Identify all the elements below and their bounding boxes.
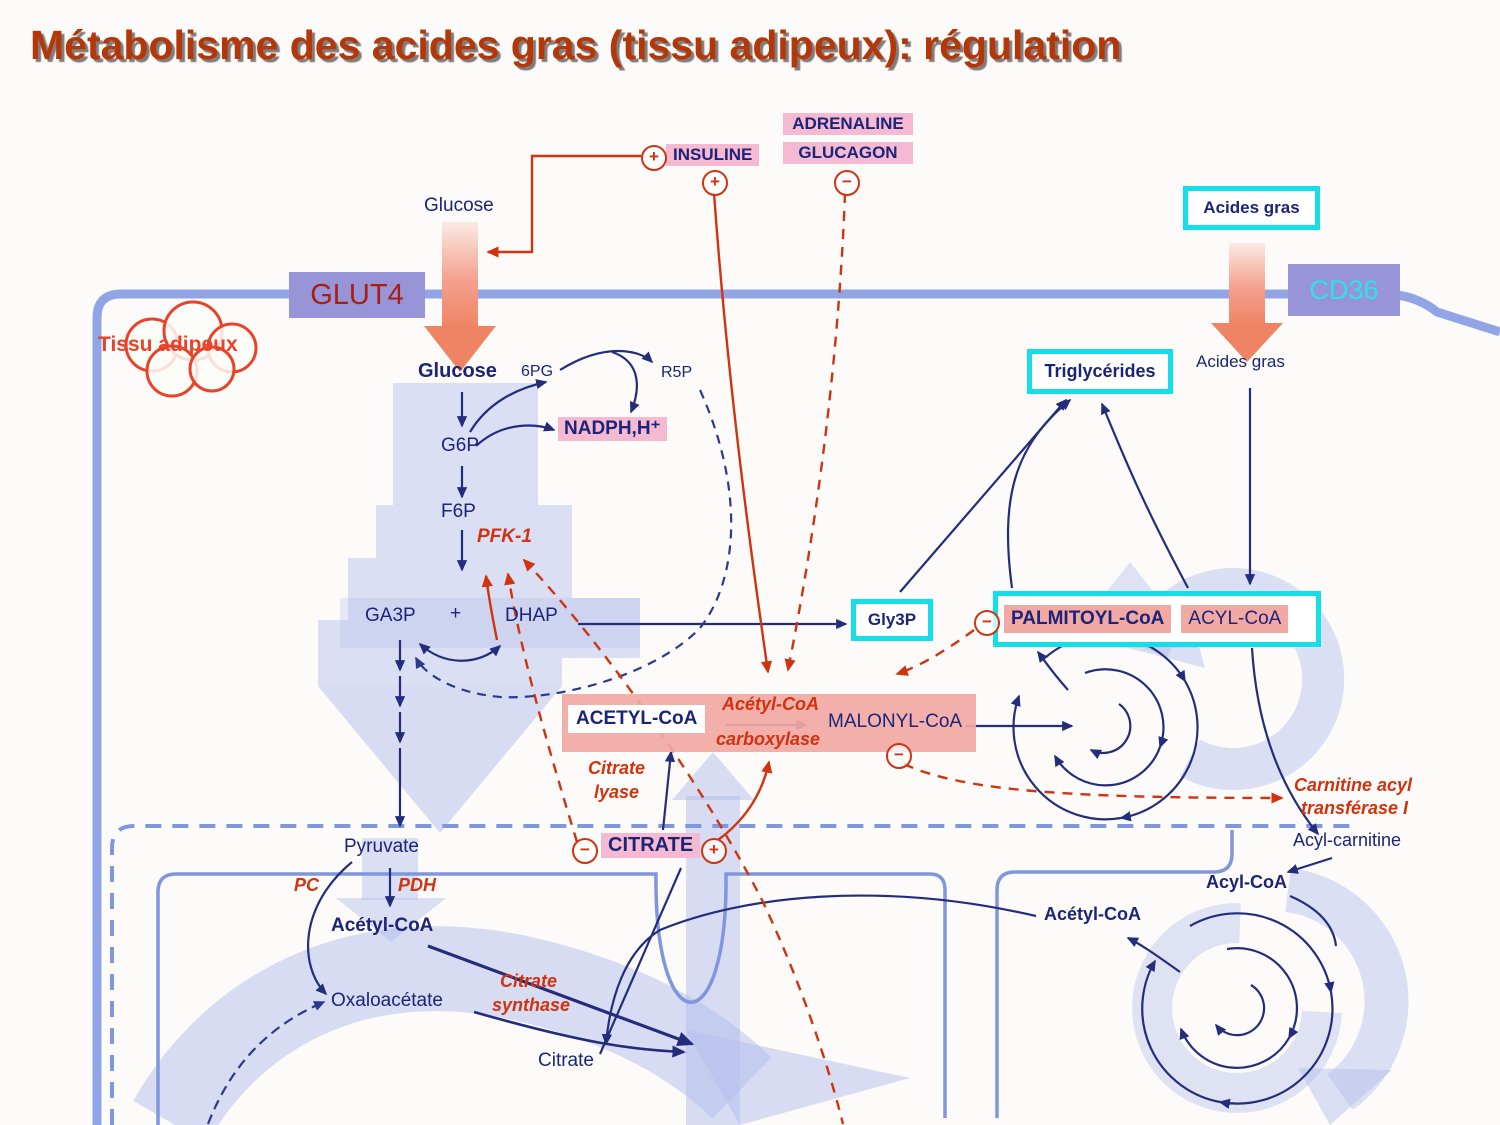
- glucagon-label: GLUCAGON: [783, 142, 913, 164]
- plus-sign-citrate: +: [701, 838, 727, 864]
- oxaloacetate-to-citrate-arrow: [473, 1010, 686, 1058]
- cd36-label: CD36: [1309, 274, 1379, 305]
- insuline-label: INSULINE: [666, 144, 760, 166]
- minus-sign-glucagon-below: −: [834, 170, 860, 196]
- citrate-lyase-line2: lyase: [594, 782, 640, 802]
- citrate-mito-label: Citrate: [538, 1050, 594, 1071]
- acyl-products-box: PALMITOYL-CoA ACYL-CoA: [993, 591, 1321, 647]
- adrenaline-label: ADRENALINE: [783, 113, 913, 135]
- plus-sign-insuline-below: +: [702, 170, 728, 196]
- acides-gras-extracellular-box: Acides gras: [1183, 186, 1320, 230]
- r5p-recycle-dashed: [415, 389, 733, 699]
- cell-membrane: [92, 289, 1500, 1125]
- glut4-label: GLUT4: [310, 278, 404, 311]
- tca-flow-arrow: [133, 926, 772, 1125]
- 6pg-to-r5p-arrow: [559, 350, 654, 371]
- g6p-to-nadph-arrow: [475, 421, 556, 447]
- acc-enzyme-line1: Acétyl-CoA: [722, 694, 820, 714]
- gly3p-box: Gly3P: [851, 599, 933, 641]
- mitochondrial-membranes: [110, 824, 1355, 1125]
- plus-sign-insuline-left: +: [641, 145, 667, 171]
- pc-enzyme-label: PC: [294, 875, 320, 895]
- cd36-transporter: CD36: [1288, 264, 1400, 316]
- acetyl-coa-cytosol-label: ACETYL-CoA: [568, 705, 706, 733]
- acyl-carnitine-label: Acyl-carnitine: [1293, 830, 1402, 850]
- gly3p-label: Gly3P: [867, 610, 917, 629]
- glucose-extracellular-label: Glucose: [424, 195, 494, 216]
- acc-enzyme-line2: carboxylase: [716, 729, 821, 749]
- mito-outer-membrane: [110, 824, 1355, 1125]
- citrate-activates-acc-arrow: [717, 760, 773, 841]
- glucose-entry-arrow: [442, 222, 478, 328]
- minus-sign-citrate: −: [572, 838, 598, 864]
- palmitoyl-coa-label: PALMITOYL-CoA: [1004, 605, 1172, 633]
- dashed-blue-arrows: [206, 389, 733, 1125]
- pc-arrow: [307, 861, 353, 996]
- plus-join-label: +: [450, 603, 462, 624]
- f6p-label: F6P: [441, 501, 476, 522]
- metabolic-arrows: [307, 350, 1338, 1109]
- pfk1-activation-arrow: [481, 574, 499, 641]
- triglycerides-label: Triglycérides: [1044, 361, 1156, 381]
- acetyl-coa-betaox-label: Acétyl-CoA: [1044, 904, 1142, 924]
- minus-sign-palmitoyl: −: [974, 610, 1000, 636]
- ga3p-label: GA3P: [365, 605, 416, 626]
- acides-gras-extracellular-label: Acides gras: [1203, 198, 1300, 217]
- pfk1-enzyme-label: PFK-1: [477, 526, 532, 547]
- insulin-to-glut4-arrow: [486, 154, 641, 258]
- citrate-cytosol-label: CITRATE: [601, 833, 701, 858]
- adipocyte-cloud: [124, 300, 258, 398]
- acyl-coa-mito-label: Acyl-CoA: [1206, 872, 1288, 892]
- citrate-inhibits-pfk1-dashed: [504, 572, 579, 843]
- citrate-synthase-line1: Citrate: [500, 971, 558, 991]
- mito-inner-membrane-right: [995, 830, 1234, 1118]
- malate-return-dashed: [206, 1000, 326, 1125]
- regulation-arrows: [481, 154, 1284, 1125]
- pyruvate-label: Pyruvate: [344, 836, 419, 857]
- nadph-label: NADPH,H⁺: [558, 417, 667, 441]
- mito-inner-membrane-left: [156, 872, 947, 1125]
- citrate-lyase-line1: Citrate: [588, 758, 646, 778]
- ga3p-dhap-interconversion: [418, 642, 502, 662]
- beta-oxidation-flow-spiral: [1284, 868, 1409, 1110]
- citrate-synthase-line2: synthase: [492, 995, 571, 1015]
- beta-oxidation-spiral: [1126, 912, 1335, 1109]
- oxaloacetate-label: Oxaloacétate: [331, 990, 443, 1011]
- pdh-enzyme-label: PDH: [398, 875, 437, 895]
- cat1-enzyme-line2: transférase I: [1301, 798, 1409, 818]
- glucagon-inhibits-acc-dashed: [784, 192, 847, 672]
- glucose-cytosol-label: Glucose: [418, 360, 497, 382]
- acetyl-to-citrate-arrow: [427, 944, 695, 1047]
- acetyl-coa-mito-label: Acétyl-CoA: [331, 915, 434, 936]
- cat1-enzyme-line1: Carnitine acyl: [1294, 775, 1413, 795]
- r5p-label: R5P: [661, 364, 693, 381]
- malonyl-inhibits-cat1-dashed: [903, 762, 1284, 804]
- dhap-label: DHAP: [505, 605, 558, 626]
- page-title: Métabolisme des acides gras (tissu adipe…: [30, 22, 1122, 68]
- regulation-diagonal-dashed: [522, 558, 845, 1125]
- glycolysis-flow-arrow: [318, 383, 640, 686]
- 6pg-label: 6PG: [521, 363, 554, 380]
- tissue-label: Tissu adipeux: [98, 333, 238, 356]
- g6p-label: G6P: [441, 435, 480, 456]
- insulin-to-acc-arrow: [712, 192, 773, 674]
- minus-sign-malonyl: −: [886, 743, 912, 769]
- glut4-transporter: GLUT4: [289, 272, 425, 318]
- pale-flow-arrows: [133, 383, 1409, 1125]
- fatty-acid-entry-arrow: [1229, 243, 1265, 325]
- citrate-export-line: [598, 867, 683, 1055]
- synthesis-spiral: [1010, 634, 1199, 822]
- glycolysis-arrowhead: [318, 686, 562, 833]
- triglycerides-box: Triglycérides: [1027, 349, 1173, 394]
- malonyl-coa-label: MALONYL-CoA: [828, 711, 963, 732]
- acides-gras-cytosol-label: Acides gras: [1196, 352, 1285, 371]
- acyl-coa-cytosol-label: ACYL-CoA: [1181, 605, 1289, 633]
- acylcoa-to-acylcarnitine-arrow: [1250, 647, 1320, 836]
- citrate-lyase-arrow: [661, 750, 676, 831]
- betaox-acetyl-to-citrate-arc: [601, 894, 1037, 1046]
- entry-arrows: [424, 222, 1283, 372]
